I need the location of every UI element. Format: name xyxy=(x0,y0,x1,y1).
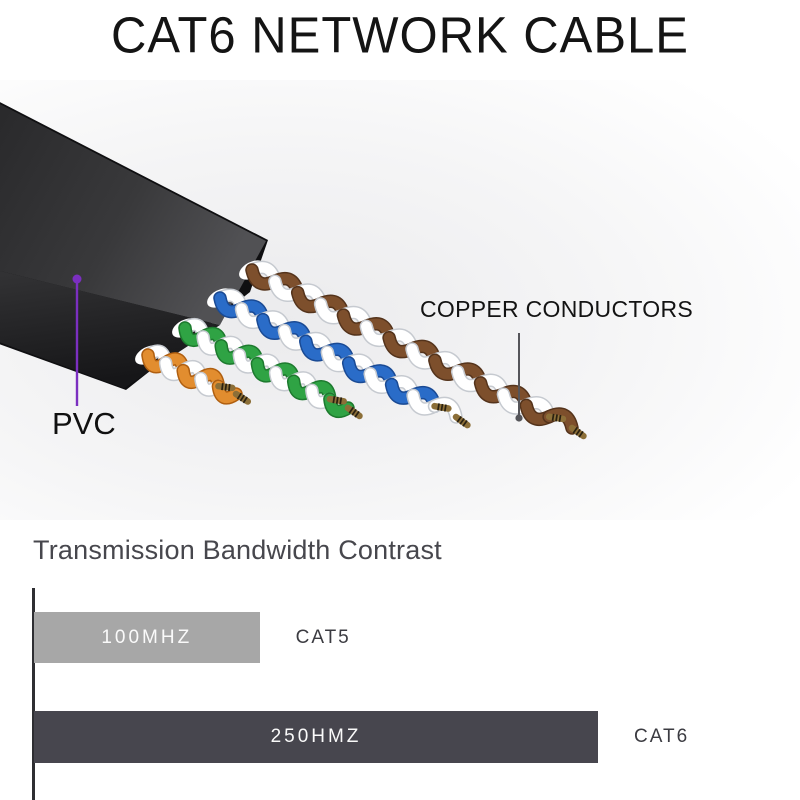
twisted-pairs xyxy=(141,260,587,440)
cable-jacket-top xyxy=(0,104,266,325)
chart-title: Transmission Bandwidth Contrast xyxy=(33,535,442,565)
bar-cat6-category-label: CAT6 xyxy=(634,726,690,747)
twisted-pair-orange xyxy=(141,344,252,405)
twisted-pair-blue xyxy=(213,288,471,429)
page-title: CAT6 NETWORK CABLE xyxy=(111,7,689,65)
bar-cat5-value-label: 100MHZ xyxy=(101,626,193,648)
bar-row-cat5: 100MHZ CAT5 xyxy=(34,612,351,663)
twisted-pair-green xyxy=(178,317,363,420)
bar-cat6-value-label: 250HMZ xyxy=(270,726,362,747)
copper-conductors-label: COPPER CONDUCTORS xyxy=(420,296,694,322)
chart-y-axis xyxy=(32,588,35,800)
bar-row-cat6: 250HMZ CAT6 xyxy=(34,711,689,763)
cable-svg xyxy=(0,80,800,520)
bar-cat5: 100MHZ xyxy=(34,612,260,663)
copper-leader xyxy=(515,333,523,422)
bar-cat6: 250HMZ xyxy=(34,711,598,763)
bar-cat5-category-label: CAT5 xyxy=(295,626,351,648)
pvc-label: PVC xyxy=(52,406,116,441)
cable-illustration: PVC COPPER CONDUCTORS xyxy=(0,80,800,520)
twisted-pair-brown xyxy=(245,260,587,440)
pvc-leader xyxy=(72,274,82,406)
